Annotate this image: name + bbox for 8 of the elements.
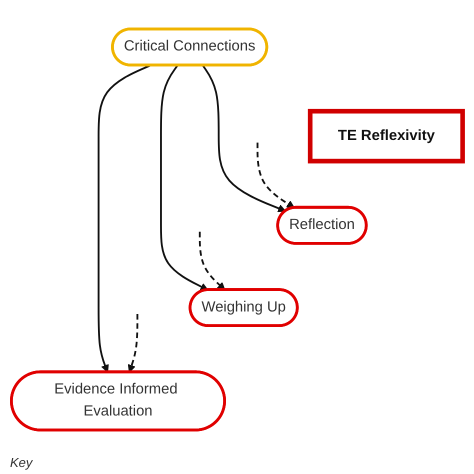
arrow (256, 142, 295, 208)
arrow (202, 64, 286, 212)
arrow (160, 64, 208, 290)
key-heading: Key (10, 455, 32, 470)
arrow (98, 64, 151, 373)
arrow (198, 232, 226, 290)
node-box: TE Reflexivity (308, 108, 465, 164)
arrow (128, 314, 138, 373)
